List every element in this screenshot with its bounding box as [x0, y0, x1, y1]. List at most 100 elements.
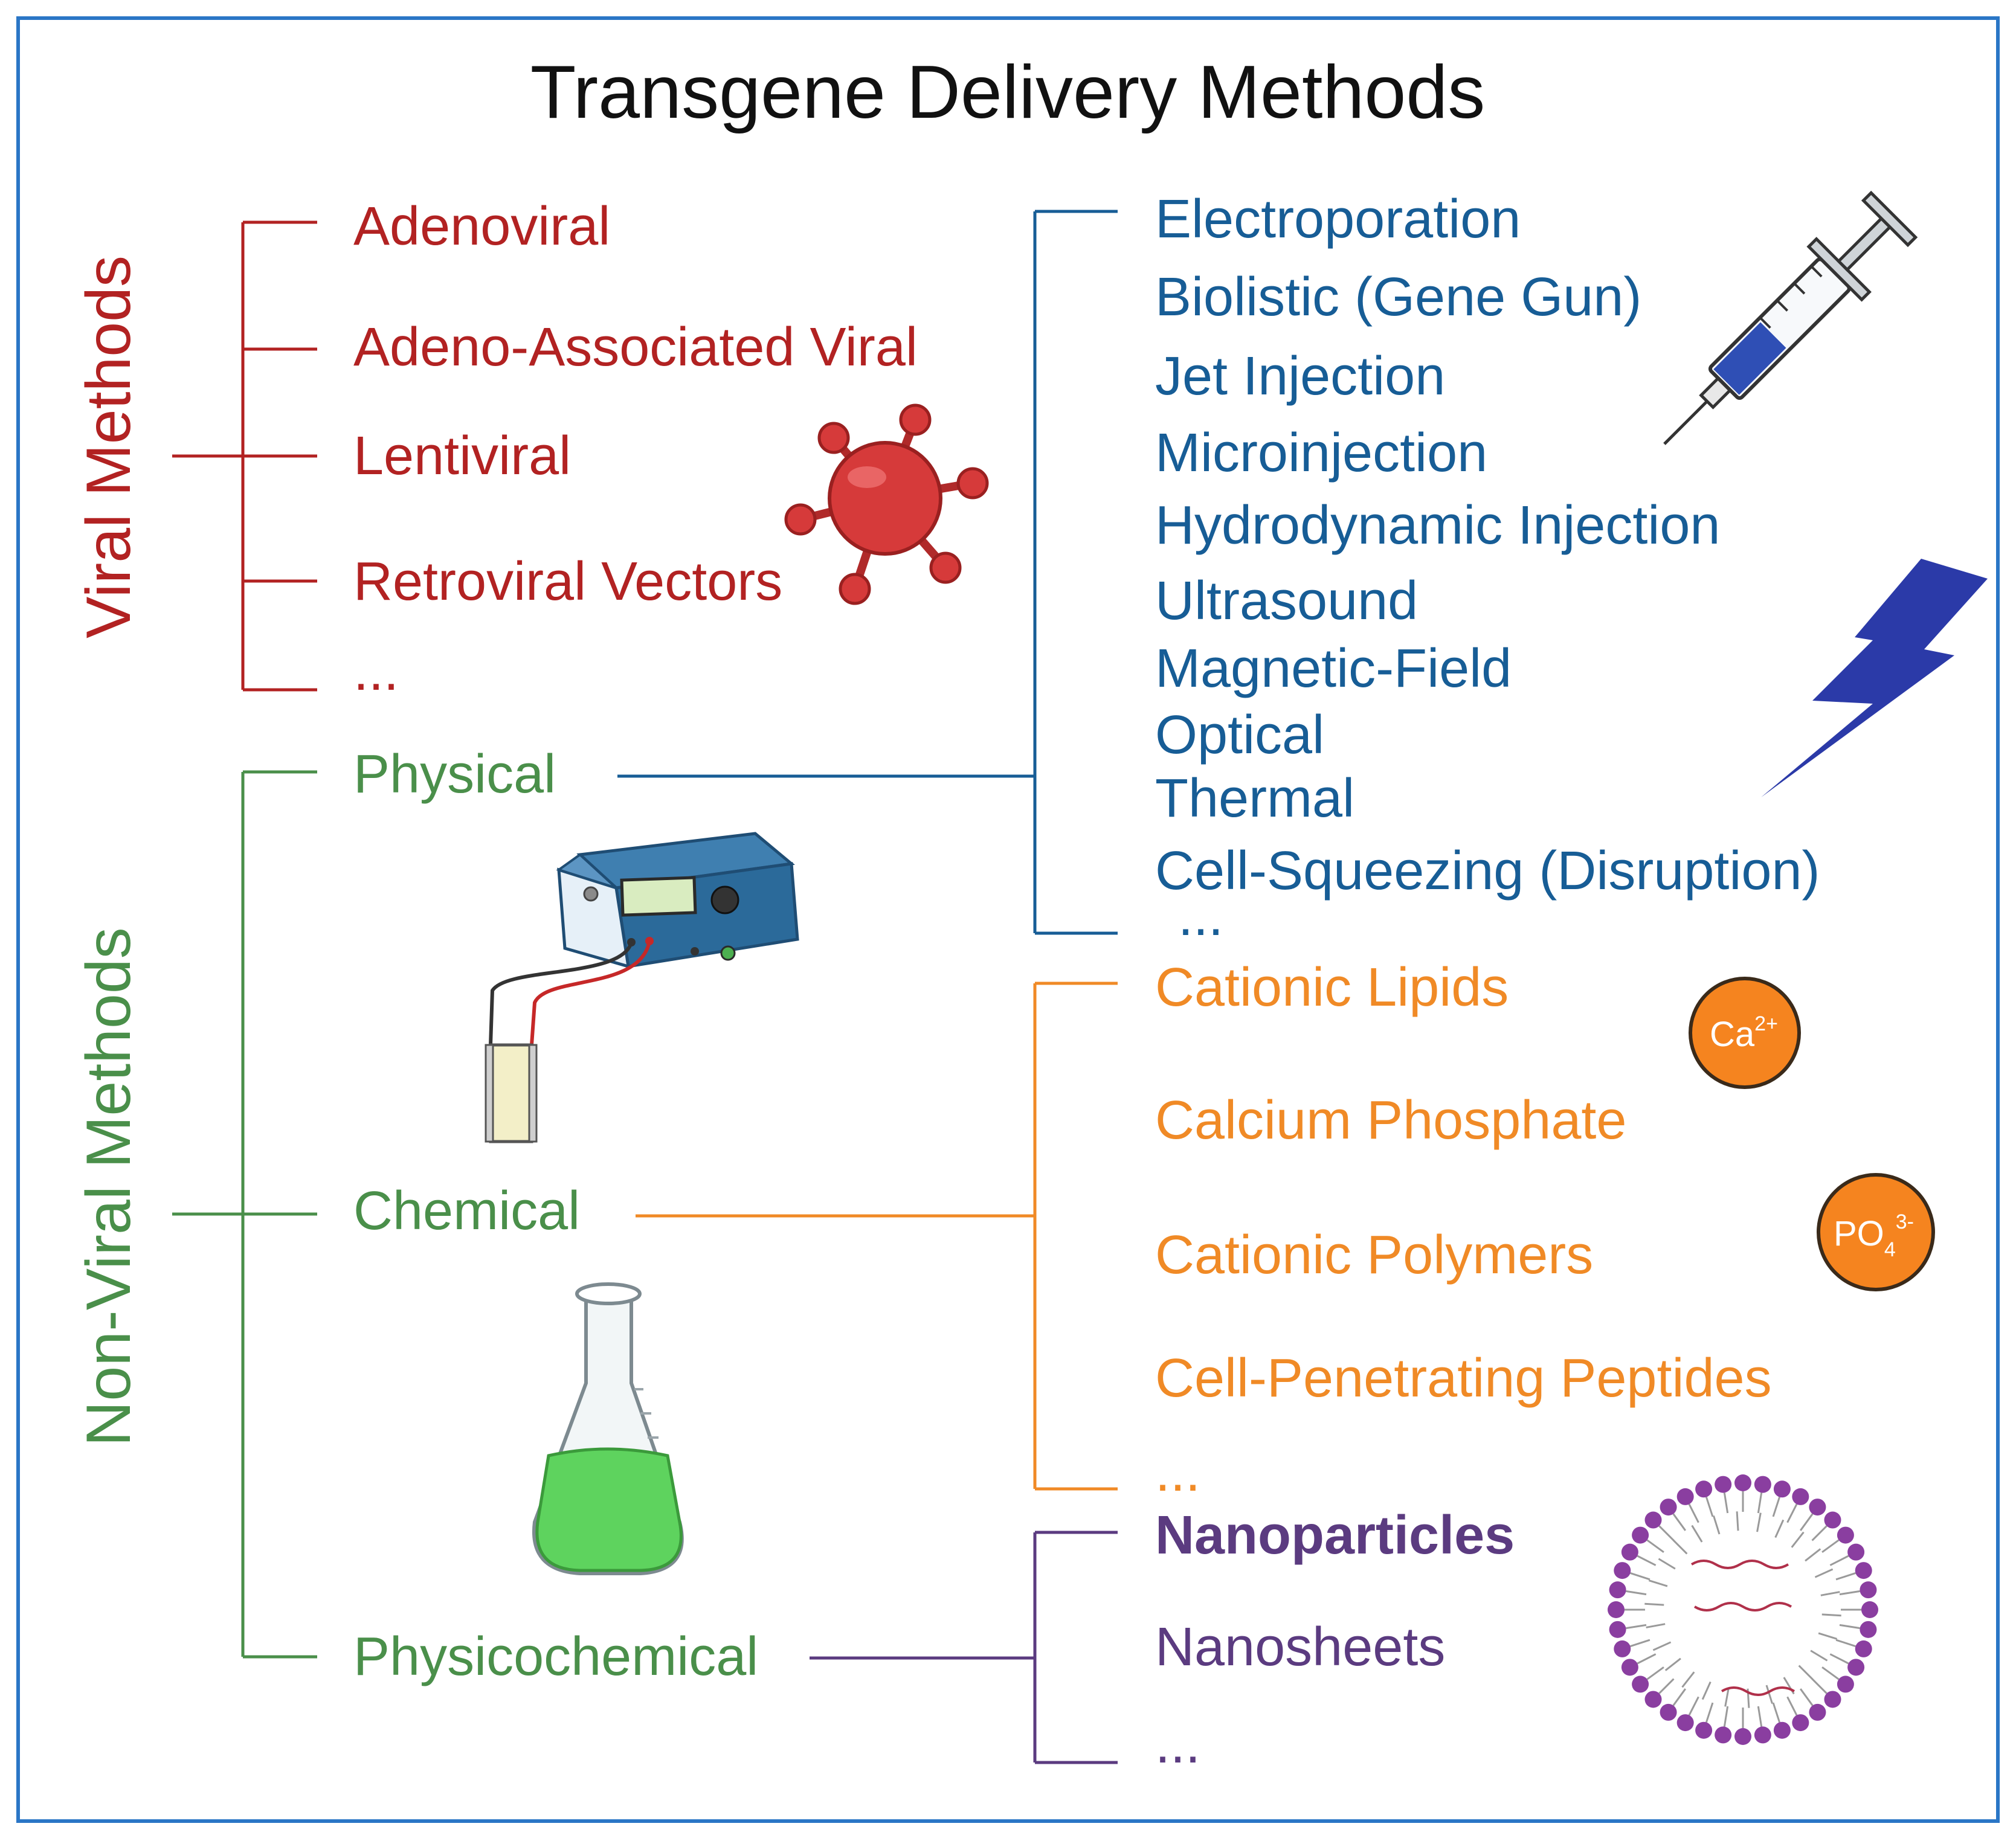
phosphate-ion-icon: PO43-	[1817, 1173, 1935, 1291]
lipid-tail	[1723, 1493, 1729, 1514]
lipid-tail	[1800, 1513, 1814, 1531]
lipid-head	[1773, 1480, 1791, 1498]
viral-item-retroviral: Retroviral Vectors	[353, 551, 782, 612]
calcium-charge: 2+	[1754, 1012, 1778, 1035]
lipid-head	[1621, 1543, 1638, 1561]
lipid-head	[1855, 1562, 1872, 1579]
lipid-head	[1609, 1621, 1626, 1638]
physicochemical-method-nanosheets: Nanosheets	[1155, 1617, 1445, 1677]
lipid-head	[1837, 1526, 1854, 1544]
physical-method-magnetic-field: Magnetic-Field	[1155, 638, 1512, 699]
lipid-head	[1614, 1640, 1631, 1657]
lipid-tail	[1786, 1696, 1798, 1716]
lipid-head	[1861, 1601, 1878, 1618]
lipid-tail	[1772, 1497, 1780, 1517]
svg-text:PO43-: PO43-	[1834, 1210, 1914, 1261]
physical-method-cell-squeezing: Cell-Squeezing (Disruption)	[1155, 841, 1820, 901]
lipid-tail	[1757, 1493, 1763, 1514]
lipid-tail	[1637, 1653, 1657, 1665]
lipid-head	[1860, 1621, 1877, 1638]
non-viral-bracket	[172, 770, 317, 1659]
diagram-title: Transgene Delivery Methods	[530, 51, 1486, 134]
physicochemical-method-nanoparticles: Nanoparticles	[1155, 1505, 1515, 1566]
lipid-head	[1644, 1691, 1662, 1708]
lipid-tail	[1835, 1639, 1856, 1647]
lipid-tail	[1839, 1590, 1860, 1596]
lipid-tail	[1681, 1671, 1695, 1688]
lipid-tail	[1805, 1548, 1821, 1562]
lipid-head	[1676, 1714, 1694, 1732]
lipid-tail	[1724, 1687, 1730, 1707]
lipid-head	[1809, 1499, 1826, 1516]
physical-method-more: ...	[1178, 887, 1223, 947]
lipid-tail	[1798, 1665, 1814, 1680]
diagram-frame	[16, 16, 2000, 1823]
lipid-tail	[1648, 1579, 1668, 1587]
lipid-tail	[1672, 1688, 1686, 1706]
viral-item-more: ...	[353, 641, 399, 702]
lipid-head	[1715, 1476, 1732, 1493]
lipid-tail	[1786, 1503, 1798, 1523]
chemical-method-more: ...	[1155, 1442, 1200, 1503]
non-viral-methods-label: Non-Viral Methods	[74, 927, 144, 1446]
chemical-method-cationic-polymers: Cationic Polymers	[1155, 1225, 1593, 1285]
lipid-tail	[1713, 1515, 1721, 1535]
lipid-head	[1847, 1543, 1865, 1561]
category-chemical: Chemical	[353, 1181, 580, 1241]
lipid-tail	[1672, 1513, 1686, 1531]
lipid-tail	[1791, 1531, 1805, 1548]
lipid-tail	[1644, 1602, 1664, 1606]
lipid-head	[1621, 1659, 1638, 1676]
lipid-tail	[1652, 1641, 1672, 1651]
lipid-head	[1695, 1480, 1713, 1498]
lipid-tail	[1658, 1525, 1675, 1541]
virus-icon	[784, 403, 989, 605]
lipid-tail	[1765, 1685, 1773, 1705]
lipid-tail	[1810, 1650, 1828, 1662]
lipid-head	[1632, 1676, 1649, 1693]
lipid-tail	[1820, 1591, 1840, 1596]
lipid-tail	[1658, 1678, 1675, 1694]
lipid-tail	[1811, 1678, 1828, 1694]
viral-item-lentiviral: Lentiviral	[353, 426, 571, 486]
lipid-tail	[1821, 1539, 1840, 1553]
lipid-head	[1754, 1476, 1771, 1493]
physical-method-optical: Optical	[1155, 705, 1324, 765]
lipid-head	[1847, 1659, 1865, 1676]
physical-bracket	[617, 210, 1118, 935]
lipid-head	[1754, 1726, 1771, 1744]
lipid-tail	[1811, 1525, 1828, 1541]
lightning-icon	[1761, 559, 1988, 797]
lipid-tail	[1723, 1706, 1729, 1727]
viral-item-adenoviral: Adenoviral	[353, 196, 610, 257]
lipid-tail	[1705, 1497, 1714, 1517]
viral-bracket	[172, 220, 317, 692]
lipid-head	[1860, 1581, 1877, 1599]
calcium-ion-icon: Ca2+	[1689, 977, 1801, 1089]
lipid-head	[1644, 1511, 1662, 1529]
lipid-head	[1609, 1581, 1626, 1599]
calcium-symbol: Ca	[1710, 1015, 1755, 1054]
lipid-tail	[1835, 1572, 1856, 1581]
lipid-tail	[1829, 1555, 1849, 1566]
lipid-tail	[1630, 1572, 1650, 1581]
lipid-tail	[1688, 1503, 1699, 1523]
phosphate-charge: 3-	[1896, 1210, 1914, 1233]
lipid-head	[1676, 1488, 1694, 1505]
lipid-tail	[1664, 1657, 1681, 1671]
lipid-tail	[1736, 1511, 1739, 1531]
lipid-tail	[1646, 1539, 1664, 1553]
lipid-head	[1734, 1474, 1751, 1491]
lipid-tail	[1672, 1539, 1688, 1555]
chemical-method-calcium-phosphate: Calcium Phosphate	[1155, 1090, 1626, 1151]
lipid-head	[1773, 1721, 1791, 1739]
lipid-head	[1660, 1499, 1677, 1516]
physical-method-microinjection: Microinjection	[1155, 423, 1487, 483]
lipid-head	[1734, 1728, 1751, 1745]
lipid-tail	[1756, 1512, 1762, 1532]
lipid-tail	[1701, 1681, 1712, 1700]
lipid-tail	[1688, 1696, 1699, 1716]
lipid-tail	[1821, 1666, 1840, 1680]
viral-item-aav: Adeno-Associated Viral	[353, 317, 918, 378]
